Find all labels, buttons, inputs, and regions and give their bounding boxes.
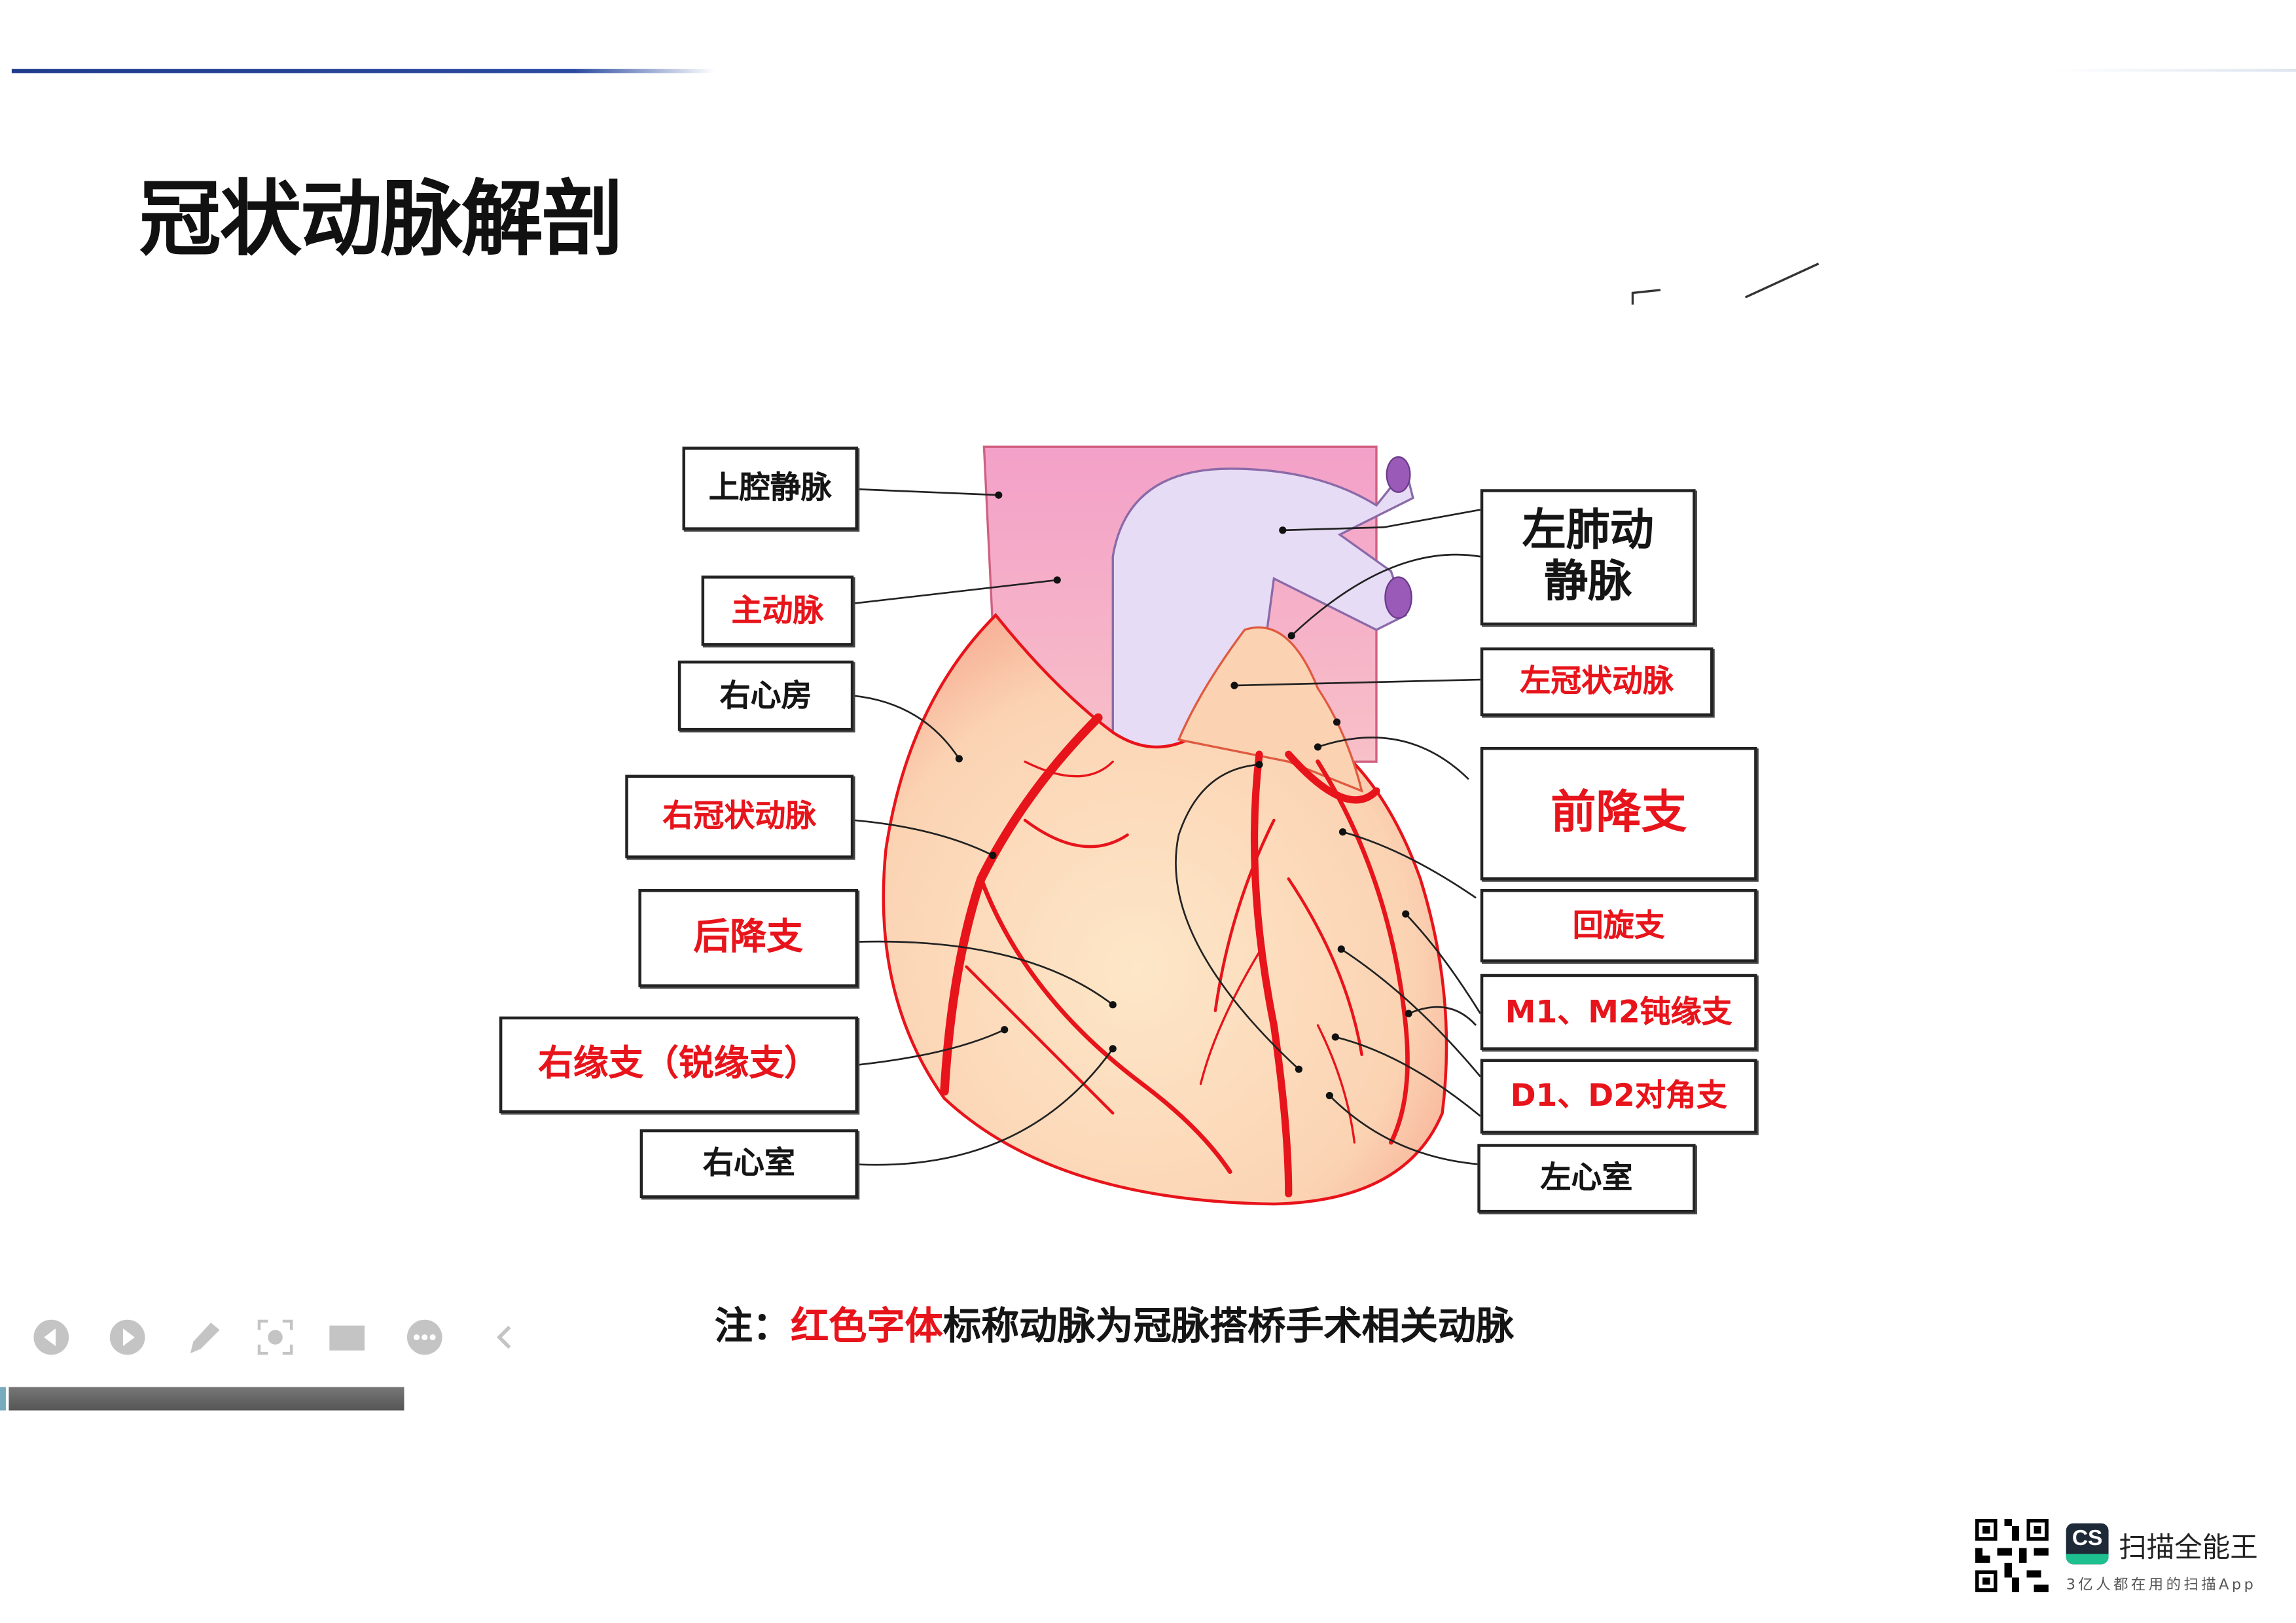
label-anterior-descending: 前降支 bbox=[1480, 746, 1757, 881]
header-accent-line bbox=[11, 69, 715, 73]
footnote: 注：红色字体标称动脉为冠脉搭桥手术相关动脉 bbox=[715, 1296, 1515, 1351]
more-icon[interactable] bbox=[406, 1318, 444, 1356]
footnote-highlight: 红色字体 bbox=[791, 1305, 943, 1349]
label-diagonal: D1、D2对角支 bbox=[1480, 1059, 1757, 1134]
pen-stroke-mark bbox=[1631, 263, 1820, 305]
app-tagline: 3亿人都在用的扫描App bbox=[2066, 1577, 2257, 1594]
footnote-prefix: 注： bbox=[714, 1305, 791, 1349]
label-left-ventricle: 左心室 bbox=[1477, 1144, 1696, 1213]
label-obtuse-marginal: M1、M2钝缘支 bbox=[1480, 974, 1757, 1051]
label-right-ventricle: 右心室 bbox=[639, 1129, 858, 1199]
label-right-atrium: 右心房 bbox=[677, 660, 854, 731]
collapse-chevron-icon[interactable] bbox=[486, 1318, 524, 1356]
app-name: 扫描全能王 bbox=[2119, 1532, 2258, 1565]
header-accent-line-right bbox=[2050, 69, 2296, 72]
label-text: 左肺动静脉 bbox=[1522, 505, 1654, 608]
taskbar-strip[interactable] bbox=[9, 1387, 404, 1411]
label-left-coronary-artery: 左冠状动脉 bbox=[1480, 647, 1713, 716]
footnote-text: 标称动脉为冠脉搭桥手术相关动脉 bbox=[942, 1305, 1515, 1349]
label-right-coronary-artery: 右冠状动脉 bbox=[625, 775, 854, 858]
label-circumflex: 回旋支 bbox=[1480, 888, 1757, 962]
label-posterior-descending: 后降支 bbox=[638, 888, 858, 987]
camscanner-logo: CS bbox=[2066, 1523, 2109, 1565]
camera-icon[interactable] bbox=[328, 1318, 366, 1356]
pen-icon[interactable] bbox=[185, 1318, 223, 1356]
next-icon[interactable] bbox=[109, 1318, 147, 1356]
label-left-pulmonary-vessels: 左肺动静脉 bbox=[1480, 489, 1696, 626]
label-superior-vena-cava: 上腔静脉 bbox=[682, 447, 858, 530]
label-aorta: 主动脉 bbox=[701, 575, 854, 646]
screenshot-icon[interactable] bbox=[257, 1318, 295, 1356]
previous-icon[interactable] bbox=[32, 1318, 70, 1356]
slide-title: 冠状动脉解剖 bbox=[139, 172, 624, 268]
taskbar-edge bbox=[0, 1387, 6, 1411]
qr-code bbox=[1975, 1518, 2049, 1592]
label-right-marginal: 右缘支（锐缘支） bbox=[499, 1016, 858, 1114]
logo-text: CS bbox=[2072, 1526, 2103, 1552]
